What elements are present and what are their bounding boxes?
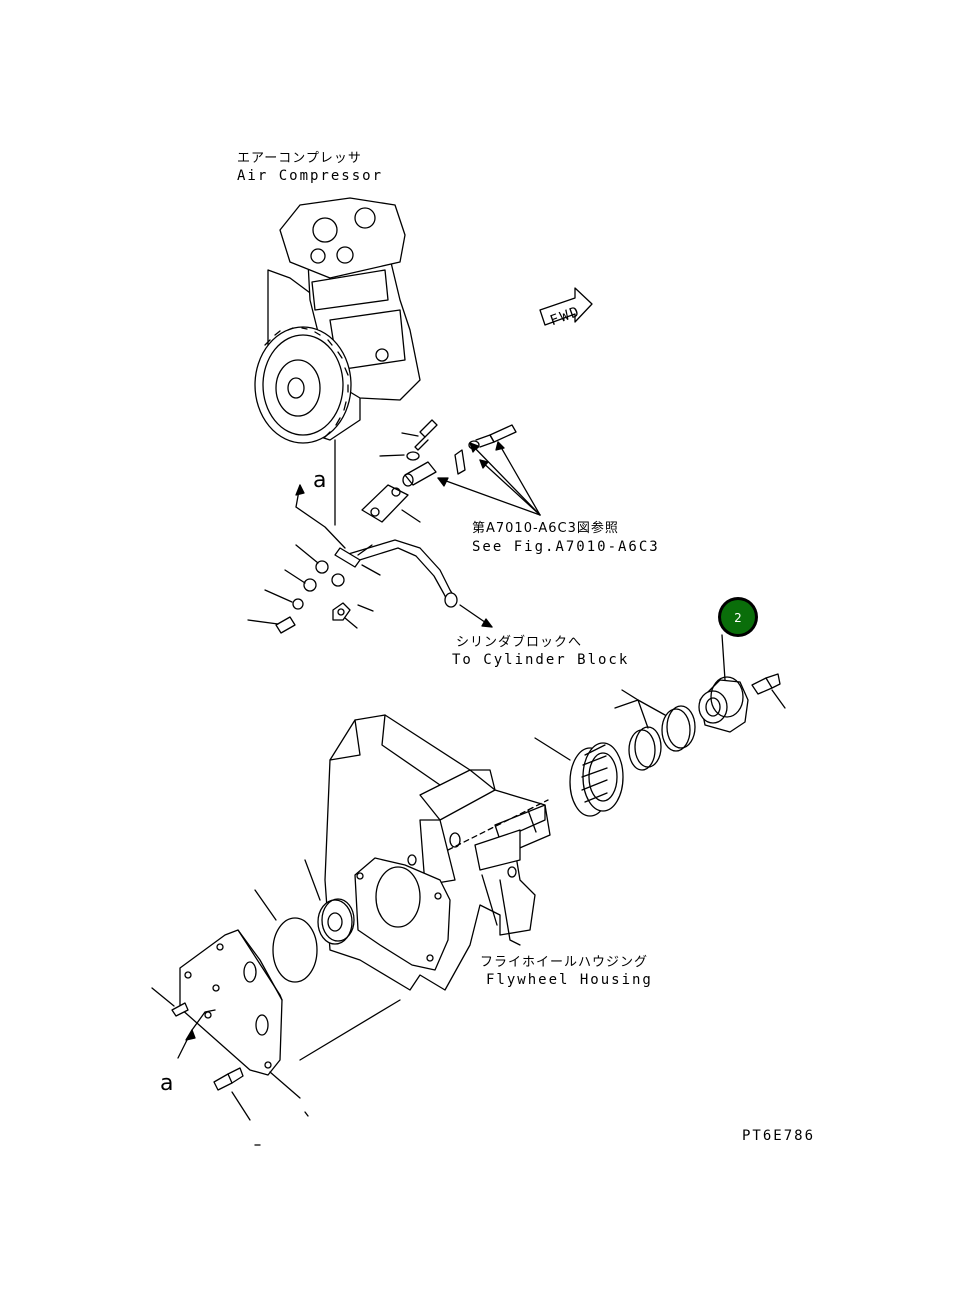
cover-plate-drawing	[151, 859, 355, 1146]
air-compressor-label-en: Air Compressor	[237, 168, 383, 184]
to-cylinder-label-jp: シリンダブロックへ	[456, 634, 582, 650]
fwd-arrow: FWD	[539, 287, 593, 329]
flywheel-housing-label-jp: フライホイールハウジング	[480, 955, 648, 970]
flywheel-housing-label-en: Flywheel Housing	[486, 972, 653, 988]
callout-2[interactable]: 2	[718, 597, 758, 637]
callout-2-number[interactable]: 2	[734, 611, 742, 625]
view-letter-a-bottom: a	[160, 1071, 173, 1096]
gear-assembly	[527, 634, 786, 833]
bolts-and-tubes	[275, 419, 517, 634]
callout-2-fill[interactable]	[721, 600, 755, 634]
air-compressor-drawing	[254, 197, 421, 526]
air-compressor-label-jp: エアーコンプレッサ	[237, 151, 362, 166]
leaders-upper	[247, 432, 541, 629]
to-cylinder-label-en: To Cylinder Block	[452, 652, 629, 668]
see-fig-label-jp: 第A7010-A6C3図参照	[472, 520, 619, 536]
flywheel-housing-drawing	[299, 714, 551, 1061]
drawing-code: PT6E786	[742, 1128, 815, 1144]
view-letter-a-top: a	[313, 468, 326, 493]
see-fig-label-en: See Fig.A7010-A6C3	[472, 539, 660, 555]
